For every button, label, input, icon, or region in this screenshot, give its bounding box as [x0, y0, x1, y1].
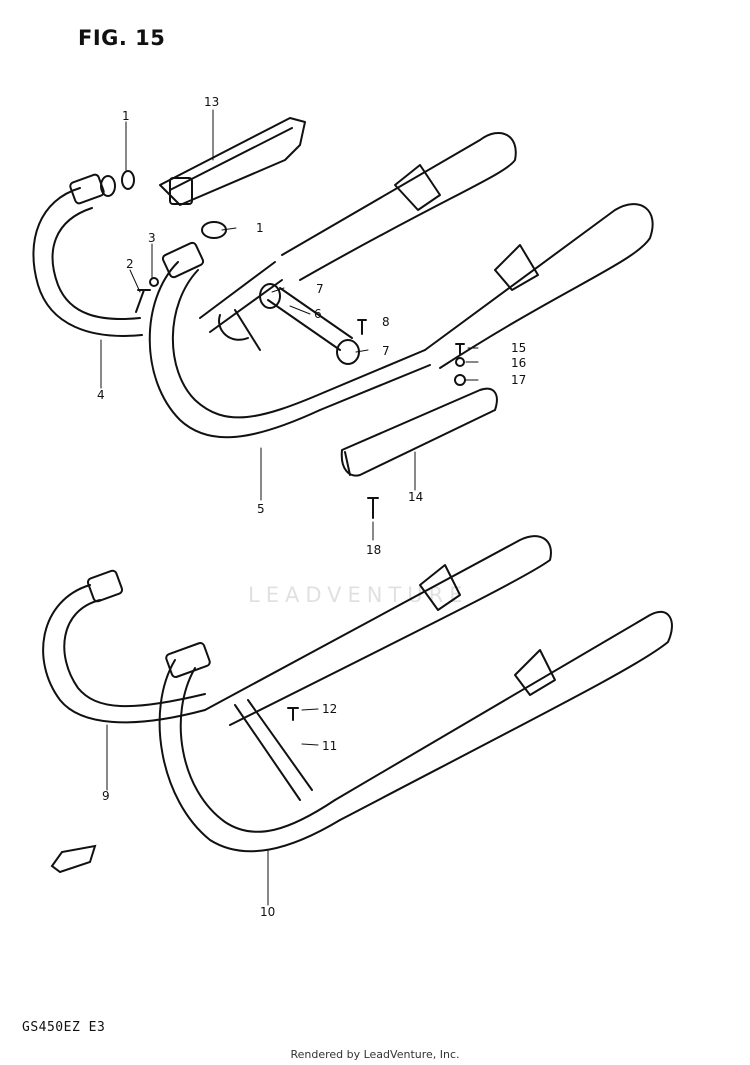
gasket-1a	[121, 170, 135, 190]
washer-16	[455, 357, 465, 367]
model-code: GS450EZ E3	[22, 1020, 106, 1035]
exhaust-pipe-5	[148, 131, 654, 439]
bolt-18	[367, 497, 379, 519]
callout-4: 4	[97, 388, 105, 402]
exhaust-pipe-9	[42, 569, 206, 724]
callout-12: 12	[322, 702, 338, 716]
callout-16: 16	[511, 356, 527, 370]
exhaust-pipe-10	[158, 535, 673, 853]
washer-17	[454, 374, 466, 386]
fwd-arrow-icon	[50, 844, 97, 874]
callout-3: 3	[148, 231, 156, 245]
callout-1-top: 1	[122, 109, 130, 123]
callout-14: 14	[408, 490, 424, 504]
connector-pipe-6	[259, 283, 360, 365]
rendered-by-footer: Rendered by LeadVenture, Inc.	[290, 1048, 460, 1061]
callout-10: 10	[260, 905, 276, 919]
watermark: LEADVENTURE	[248, 583, 469, 607]
callout-2: 2	[126, 257, 134, 271]
callout-18: 18	[366, 543, 382, 557]
bolt-15	[455, 343, 465, 355]
bolt-12	[287, 707, 299, 721]
callout-11: 11	[322, 739, 338, 753]
gasket-1b	[201, 221, 227, 239]
callout-5: 5	[257, 502, 265, 516]
callout-17: 17	[511, 373, 527, 387]
callout-6: 6	[314, 307, 322, 321]
nut-3	[149, 277, 159, 287]
bolt-2	[135, 289, 151, 313]
figure-title: FIG. 15	[78, 26, 166, 50]
callout-15: 15	[511, 341, 527, 355]
callout-7-bottom: 7	[382, 344, 390, 358]
heat-shield-13	[159, 117, 306, 206]
callout-1-mid: 1	[256, 221, 264, 235]
callout-8: 8	[382, 315, 390, 329]
heat-shield-14	[340, 387, 498, 477]
callout-7-top: 7	[316, 282, 324, 296]
callout-9: 9	[102, 789, 110, 803]
callout-13: 13	[204, 95, 220, 109]
bolt-8	[357, 319, 367, 335]
exhaust-pipe-4	[32, 173, 143, 337]
